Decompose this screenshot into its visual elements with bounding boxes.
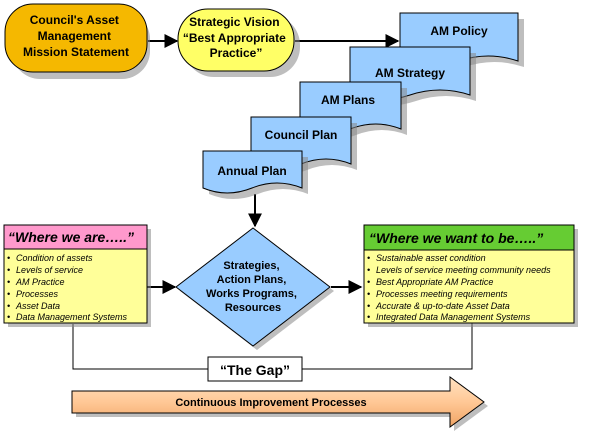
- bullet-glyph: •: [367, 301, 370, 311]
- list-item: Processes: [16, 289, 59, 299]
- continuous-improvement-arrow: Continuous Improvement Processes: [71, 376, 488, 431]
- list-item: Integrated Data Management Systems: [376, 312, 531, 322]
- bullet-glyph: •: [367, 289, 370, 299]
- council-plan-label: Council Plan: [265, 128, 338, 142]
- vision-line-2: “Best Appropriate: [183, 31, 286, 45]
- strategies-line-1: Strategies,: [223, 260, 279, 272]
- am-strategy-label: AM Strategy: [375, 66, 445, 80]
- bullet-glyph: •: [367, 265, 370, 275]
- continuous-improvement-label: Continuous Improvement Processes: [175, 397, 366, 409]
- list-item: AM Practice: [15, 277, 65, 287]
- svg-text:•Data Management Systems: • Data Management Systems: [7, 312, 128, 322]
- list-item: Levels of service: [16, 265, 83, 275]
- list-item: Asset Data: [15, 301, 60, 311]
- svg-text:•Condition of assets: • Condition of assets: [7, 253, 93, 263]
- svg-text:•Processes meeting requirement: • Processes meeting requirements: [367, 289, 508, 299]
- list-item: Accurate & up-to-date Asset Data: [375, 301, 510, 311]
- mission-line-3: Mission Statement: [23, 45, 129, 59]
- bullet-glyph: •: [7, 277, 10, 287]
- svg-text:Strategic Vision “Best A: Strategic Vision “Best Appropriate Pract…: [183, 15, 289, 60]
- list-item: Processes meeting requirements: [376, 289, 508, 299]
- bullet-glyph: •: [7, 253, 10, 263]
- svg-text:•Best Appropriate AM Practice: • Best Appropriate AM Practice: [367, 277, 493, 287]
- where-we-want-list: • Sustainable asset condition • Levels of …: [367, 253, 551, 322]
- svg-text:•Accurate & up-to-date Asset D: • Accurate & up-to-date Asset Data: [367, 301, 510, 311]
- mission-line-2: Management: [38, 29, 111, 43]
- where-we-are-list: •Condition of assets •Levels of service …: [7, 253, 128, 322]
- list-item: Levels of service meeting community need…: [376, 265, 551, 275]
- svg-text:Strategies, Action Plans: Strategies, Action Plans, Works Programs…: [206, 260, 300, 314]
- vision-line-3: Practice”: [210, 46, 263, 60]
- mission-statement-box: Council's Asset Management Mission State…: [4, 3, 150, 79]
- svg-text:Council's Asset Manageme: Council's Asset Management Mission State…: [23, 13, 129, 59]
- bullet-glyph: •: [7, 312, 10, 322]
- bullet-glyph: •: [367, 277, 370, 287]
- strategies-line-4: Resources: [225, 302, 281, 314]
- where-we-are-panel: “Where we are…..” • Condition of assets •…: [3, 224, 151, 327]
- svg-text:•Levels of service: • Levels of service: [7, 265, 83, 275]
- svg-text:•Processes: • Processes: [7, 289, 59, 299]
- where-we-want-panel: “Where we want to be…..” • Sustainable as…: [363, 224, 578, 327]
- gap-label-box: “The Gap”: [207, 356, 303, 382]
- document-annual-plan: Annual Plan: [202, 150, 308, 199]
- strategies-line-2: Action Plans,: [217, 274, 287, 286]
- strategies-line-3: Works Programs,: [206, 288, 297, 300]
- svg-text:•Asset Data: • Asset Data: [7, 301, 60, 311]
- svg-text:•AM Practice: • AM Practice: [7, 277, 65, 287]
- strategic-vision-box: Strategic Vision “Best Appropriate Pract…: [177, 8, 300, 77]
- list-item: Condition of assets: [16, 253, 93, 263]
- bullet-glyph: •: [7, 289, 10, 299]
- svg-text:•Sustainable asset condition: • Sustainable asset condition: [367, 253, 486, 263]
- svg-text:•Levels of service meeting com: • Levels of service meeting community nee…: [367, 265, 551, 275]
- list-item: Data Management Systems: [16, 312, 128, 322]
- am-policy-label: AM Policy: [430, 24, 488, 38]
- where-we-are-title: “Where we are…..”: [8, 229, 134, 245]
- vision-line-1: Strategic Vision: [189, 15, 279, 29]
- bullet-glyph: •: [7, 265, 10, 275]
- mission-line-1: Council's Asset: [30, 13, 119, 27]
- where-we-want-title: “Where we want to be…..”: [369, 230, 543, 246]
- gap-label: “The Gap”: [220, 362, 290, 378]
- list-item: Sustainable asset condition: [376, 253, 486, 263]
- bullet-glyph: •: [367, 253, 370, 263]
- bullet-glyph: •: [7, 301, 10, 311]
- bullet-glyph: •: [367, 312, 370, 322]
- annual-plan-label: Annual Plan: [217, 164, 286, 178]
- strategies-diamond: Strategies, Action Plans, Works Programs…: [175, 227, 334, 350]
- am-plans-label: AM Plans: [321, 93, 375, 107]
- list-item: Best Appropriate AM Practice: [376, 277, 493, 287]
- svg-text:•Integrated Data Management Sy: • Integrated Data Management Systems: [367, 312, 531, 322]
